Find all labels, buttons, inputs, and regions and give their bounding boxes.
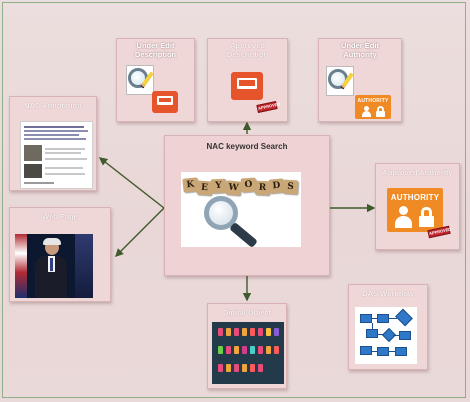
lock-icon bbox=[377, 106, 384, 112]
digital-object-thumbnail bbox=[218, 328, 223, 336]
node-approved-authority[interactable]: Approved Authority AUTHORITY APPROVED bbox=[375, 163, 460, 250]
digital-object-thumbnail bbox=[242, 328, 247, 336]
digital-object-thumbnail bbox=[258, 364, 263, 372]
node-web-page[interactable]: Web Page bbox=[9, 207, 111, 302]
node-title: Under Edit Description bbox=[134, 41, 177, 59]
digital-object-thumbnail bbox=[218, 364, 223, 372]
annotation-document-image bbox=[20, 121, 93, 189]
lock-icon bbox=[421, 207, 432, 217]
node-nac-annotation[interactable]: NAC Annotation bbox=[9, 96, 97, 191]
node-under-edit-description[interactable]: Under Edit Description bbox=[116, 38, 195, 122]
keyword-tile: Y bbox=[210, 178, 227, 194]
node-das-workflow[interactable]: DAS Workflow bbox=[348, 284, 428, 370]
magnifier-icon bbox=[204, 196, 238, 230]
digital-object-thumbnail bbox=[234, 364, 239, 372]
digital-object-thumbnail bbox=[274, 346, 279, 354]
node-approved-description[interactable]: Approved Description APPROVED bbox=[207, 38, 288, 122]
digital-object-thumbnail bbox=[234, 328, 239, 336]
digital-object-image bbox=[212, 322, 284, 384]
node-title: NAC Annotation bbox=[24, 101, 82, 110]
digital-object-thumbnail bbox=[258, 328, 263, 336]
diagram-frame bbox=[2, 2, 466, 398]
digital-object-thumbnail bbox=[226, 364, 231, 372]
digital-object-thumbnail bbox=[250, 364, 255, 372]
node-digital-object[interactable]: Digital Object bbox=[207, 303, 287, 389]
digital-object-thumbnail bbox=[226, 346, 231, 354]
digital-object-thumbnail bbox=[250, 346, 255, 354]
document-icon bbox=[152, 91, 178, 113]
digital-object-thumbnail bbox=[218, 346, 223, 354]
node-title: Under Edit Authority bbox=[341, 41, 379, 59]
authority-icon: AUTHORITY bbox=[355, 95, 391, 119]
web-page-image bbox=[15, 234, 93, 298]
keyword-tile: S bbox=[282, 179, 299, 195]
digital-object-thumbnail bbox=[266, 346, 271, 354]
node-under-edit-authority[interactable]: Under Edit Authority AUTHORITY bbox=[318, 38, 402, 122]
node-title: NAC keyword Search bbox=[206, 142, 288, 151]
magnifier-handle bbox=[229, 221, 258, 249]
digital-object-thumbnail bbox=[258, 346, 263, 354]
approved-stamp: APPROVED bbox=[256, 101, 281, 113]
node-title: Web Page bbox=[42, 212, 78, 221]
arrow-to-nac-annotation bbox=[98, 157, 165, 209]
digital-object-thumbnail bbox=[250, 328, 255, 336]
authority-icon: AUTHORITY bbox=[387, 188, 443, 232]
node-title: Approved Authority bbox=[382, 168, 453, 177]
digital-object-thumbnail bbox=[266, 328, 271, 336]
digital-object-thumbnail bbox=[242, 364, 247, 372]
node-title: Digital Object bbox=[222, 308, 272, 317]
document-icon bbox=[231, 72, 263, 100]
node-title: DAS Workflow bbox=[362, 289, 414, 298]
digital-object-thumbnail bbox=[226, 328, 231, 336]
keyword-tile: W bbox=[225, 180, 242, 196]
workflow-icon bbox=[355, 307, 417, 364]
digital-object-thumbnail bbox=[274, 328, 279, 336]
arrow-to-web-page bbox=[115, 207, 165, 257]
node-title: Approved Description bbox=[226, 41, 269, 59]
digital-object-thumbnail bbox=[234, 346, 239, 354]
digital-object-thumbnail bbox=[242, 346, 247, 354]
